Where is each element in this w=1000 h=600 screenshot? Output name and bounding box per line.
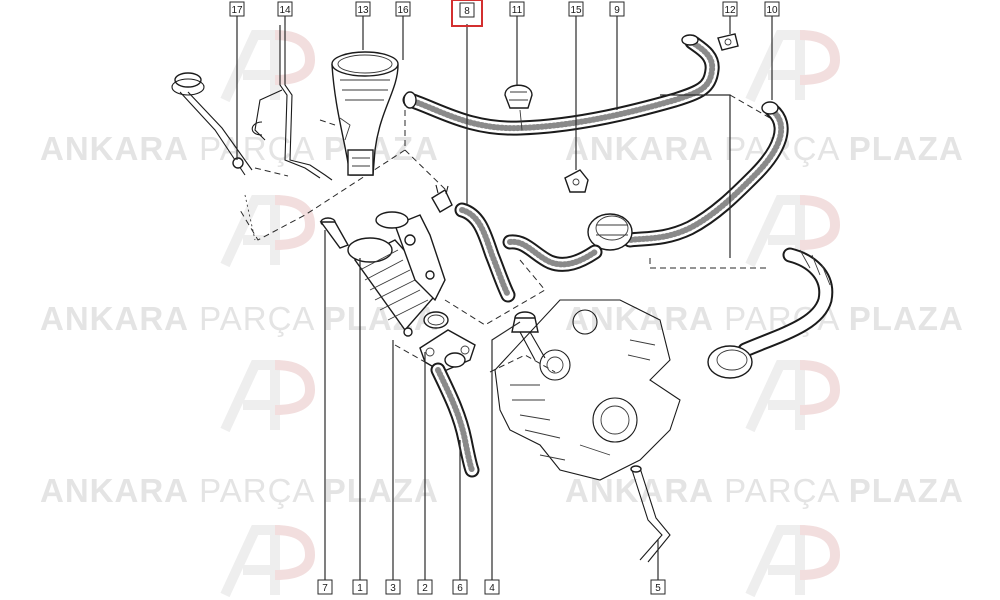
svg-text:7: 7 (322, 583, 328, 594)
callout-1: 1 (352, 579, 368, 595)
part-15-clip (564, 169, 589, 193)
air-intake-elbow (707, 247, 834, 379)
part-1-filter-housing (347, 211, 446, 332)
callout-11: 11 (509, 1, 525, 17)
callout-16: 16 (395, 1, 411, 17)
svg-text:3: 3 (390, 583, 396, 594)
callout-6: 6 (452, 579, 468, 595)
callout-3: 3 (385, 579, 401, 595)
callout-4: 4 (484, 579, 500, 595)
assembly-guides (239, 94, 771, 373)
svg-text:12: 12 (724, 5, 736, 16)
callout-2: 2 (417, 579, 433, 595)
callout-12: 12 (722, 1, 738, 17)
part-7-bolt (319, 217, 350, 249)
svg-text:ANKARA PARÇA PLAZA: ANKARA PARÇA PLAZA (565, 472, 964, 509)
svg-text:4: 4 (489, 583, 495, 594)
watermark-row: ANKARA PARÇA PLAZA ANKARA PARÇA PLAZA AN… (40, 130, 964, 509)
part-9-upper-hose (402, 34, 720, 136)
svg-text:9: 9 (614, 5, 620, 16)
svg-text:ANKARA PARÇA PLAZA: ANKARA PARÇA PLAZA (40, 300, 439, 337)
part-6-lower-hose (430, 362, 480, 478)
svg-text:17: 17 (231, 5, 243, 16)
svg-text:6: 6 (457, 583, 463, 594)
part-11-clamp (504, 84, 533, 131)
callout-14: 14 (277, 1, 293, 17)
part-14-tube (251, 25, 333, 181)
part-17-dipstick (171, 72, 256, 241)
part-4-fitting (511, 311, 546, 361)
svg-text:16: 16 (397, 5, 409, 16)
svg-text:10: 10 (766, 5, 778, 16)
svg-text:13: 13 (357, 5, 369, 16)
leader-lines (236, 16, 773, 580)
part-2-flange (419, 329, 476, 373)
callout-10: 10 (764, 1, 780, 17)
watermark: ANKARA PARÇA PLAZA ANKARA PARÇA PLAZA AN… (40, 30, 964, 598)
svg-text:2: 2 (422, 583, 428, 594)
callout-17: 17 (229, 1, 245, 17)
callout-9: 9 (609, 1, 625, 17)
svg-text:ANKARA PARÇA PLAZA: ANKARA PARÇA PLAZA (565, 130, 964, 167)
part-8-short-hose (454, 202, 516, 303)
svg-text:8: 8 (464, 6, 470, 17)
callout-7: 7 (317, 579, 333, 595)
part-12-clip (717, 33, 739, 51)
svg-text:14: 14 (279, 5, 291, 16)
callout-8-highlighted: 8 (451, 0, 483, 27)
watermark-logo (220, 30, 841, 598)
svg-text:1: 1 (357, 583, 363, 594)
engine-block (494, 299, 681, 481)
svg-text:ANKARA PARÇA PLAZA: ANKARA PARÇA PLAZA (565, 300, 964, 337)
callout-labels: 17 14 13 16 8 11 15 9 12 10 7 1 3 2 6 4 … (229, 0, 780, 595)
part-16-connector (431, 184, 453, 213)
highlight-frame (451, 0, 483, 27)
svg-text:5: 5 (655, 583, 661, 594)
callout-15: 15 (568, 1, 584, 17)
svg-text:ANKARA PARÇA PLAZA: ANKARA PARÇA PLAZA (40, 472, 439, 509)
callout-5: 5 (650, 579, 666, 595)
callout-13: 13 (355, 1, 371, 17)
svg-text:11: 11 (512, 5, 523, 16)
part-13-oil-filler (331, 51, 399, 176)
svg-text:15: 15 (570, 5, 582, 16)
part-3-o-ring (403, 311, 449, 337)
part-10-breather-hose (502, 101, 789, 272)
part-5-dipstick-tube (630, 465, 671, 563)
